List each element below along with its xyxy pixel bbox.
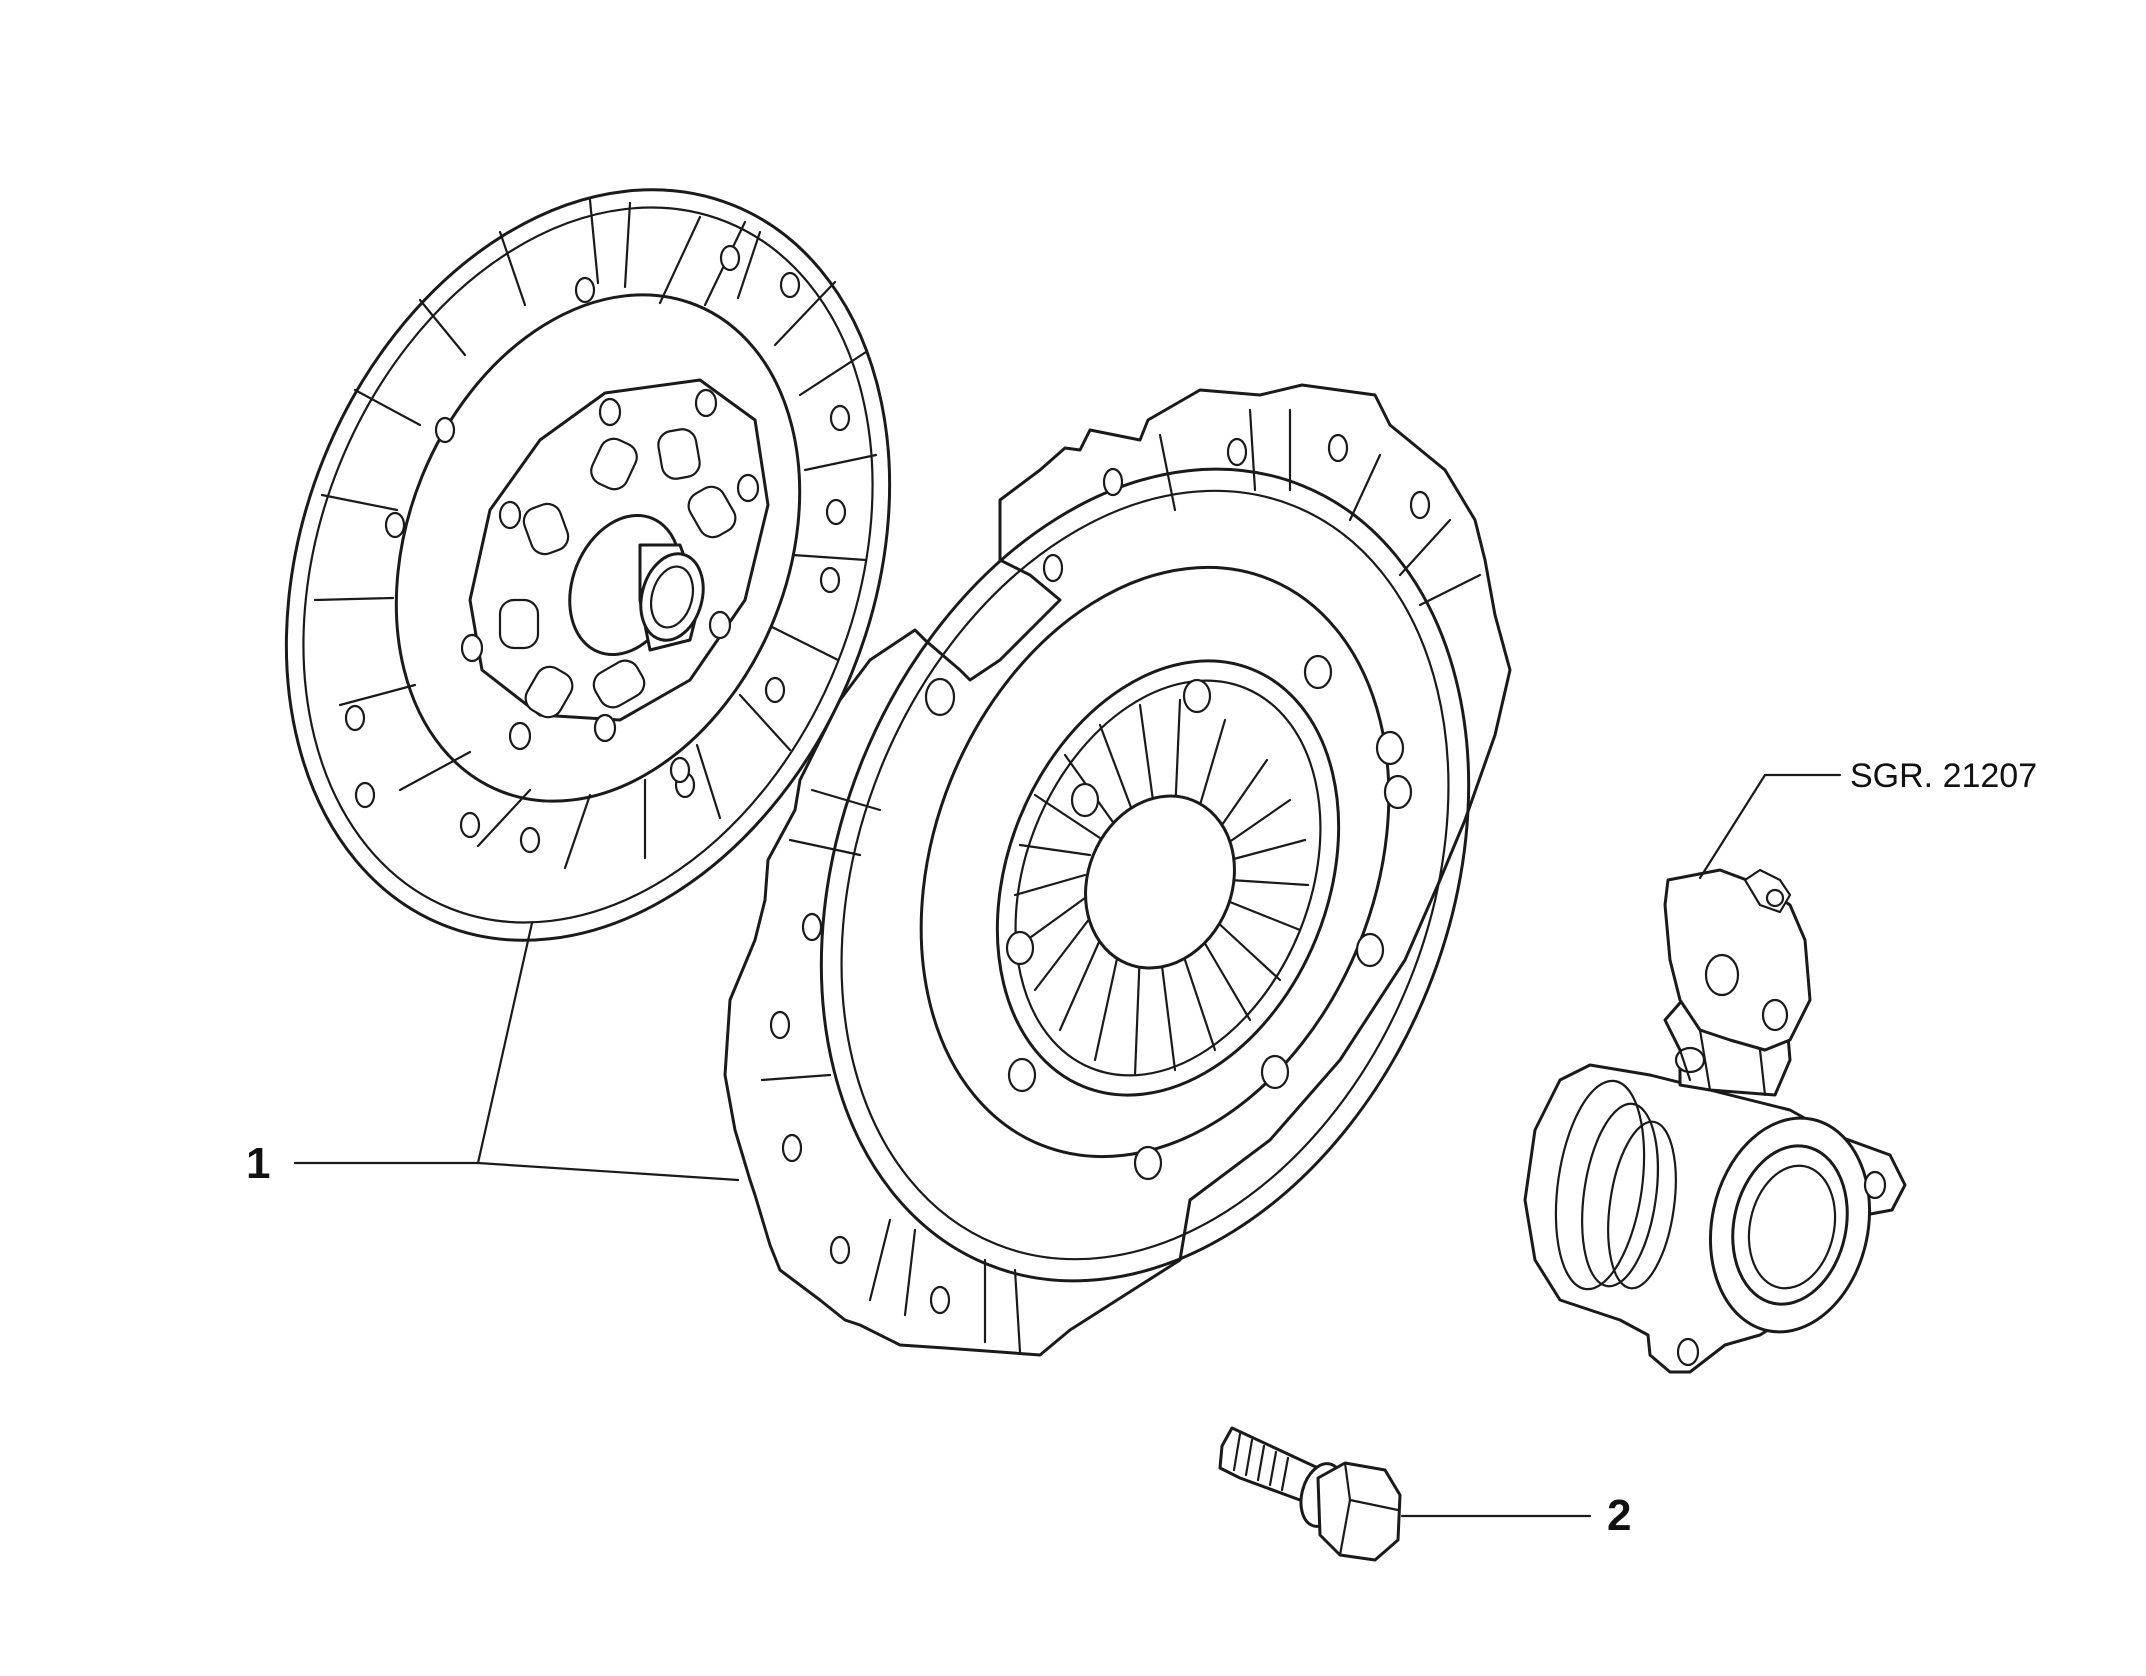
release-bearing [1523, 868, 1907, 1374]
reference-label: SGR. 21207 [1850, 757, 2037, 795]
damper-springs [498, 428, 737, 719]
bolt-threads [1232, 1432, 1290, 1492]
cover-lug-holes [769, 433, 1431, 1315]
leader-ref-diagonal [1698, 773, 1767, 880]
clutch-disc [284, 188, 892, 942]
cover-ribs [760, 408, 1482, 1354]
callout-1: 1 [246, 1139, 270, 1188]
diaphragm-fingers [1013, 698, 1310, 1077]
leader-lines [293, 773, 1842, 1518]
friction-rivets [344, 244, 851, 854]
friction-grooves [313, 198, 878, 870]
leader-1-to-cover [476, 1161, 740, 1182]
cover-bolt-holes [1005, 654, 1413, 1181]
callout-2: 2 [1607, 1491, 1631, 1540]
hub-rivets [460, 388, 760, 751]
bolt [1218, 1426, 1402, 1562]
leader-1-to-disc [476, 921, 534, 1165]
pressure-plate [723, 383, 1512, 1357]
